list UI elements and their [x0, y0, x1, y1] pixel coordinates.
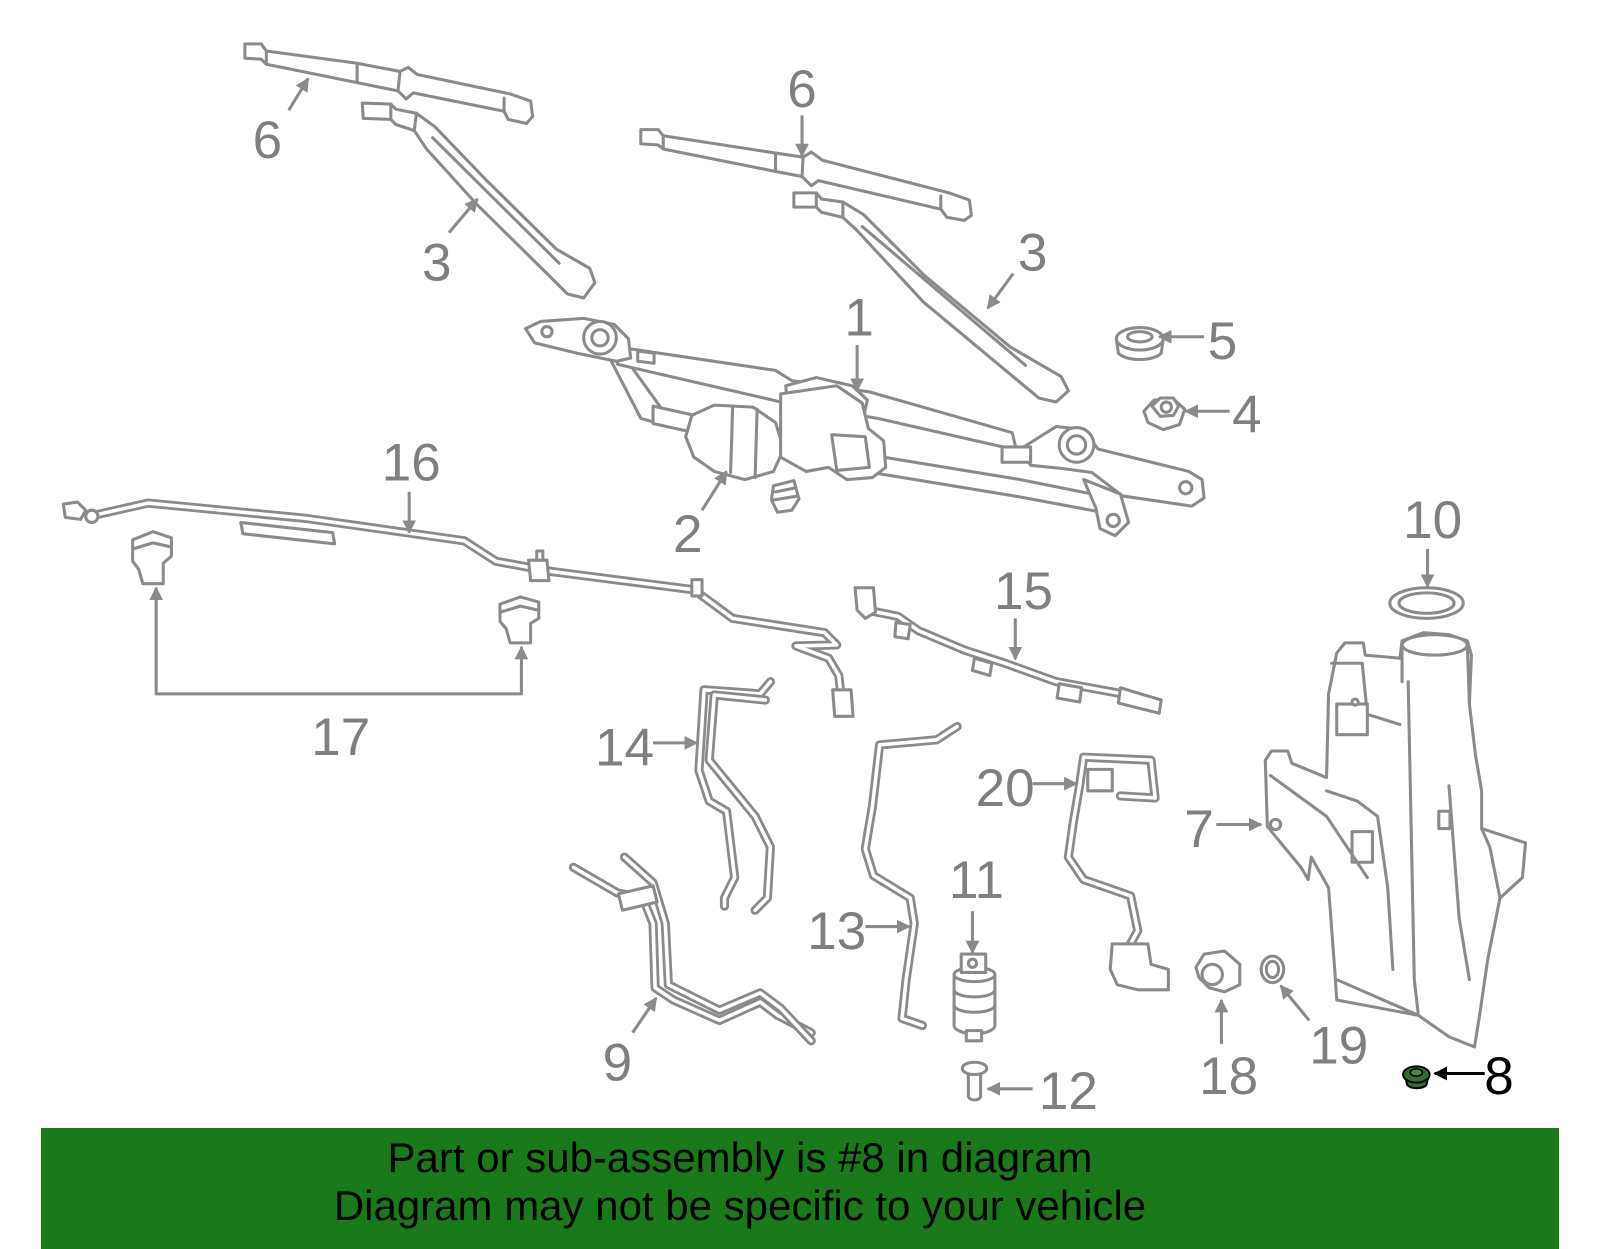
- part-5-grommet: [1114, 326, 1165, 362]
- part-12-fastener: [960, 1060, 989, 1102]
- part-3-wiper-arm-left: [360, 101, 597, 300]
- callout-13: 13: [807, 902, 866, 961]
- part-16-washer-hose: [61, 502, 855, 718]
- callout-5: 5: [1208, 312, 1238, 371]
- callout-3-right: 3: [1018, 223, 1048, 282]
- callout-1: 1: [844, 289, 874, 348]
- part-6-wiper-blade-right: [639, 128, 973, 222]
- part-19-grommet: [1259, 954, 1286, 985]
- callout-9: 9: [603, 1034, 633, 1093]
- part-17-washer-nozzles: [131, 530, 541, 645]
- callout-17: 17: [311, 708, 370, 767]
- callout-2: 2: [673, 505, 703, 564]
- callout-4: 4: [1232, 386, 1262, 445]
- part-8-highlighted: [1402, 1065, 1431, 1090]
- callout-7: 7: [1184, 800, 1214, 859]
- part-11-washer-pump: [952, 952, 997, 1043]
- callout-16: 16: [382, 434, 441, 493]
- callout-20: 20: [976, 759, 1035, 818]
- callout-6-right: 6: [787, 60, 817, 119]
- arrow-2: [700, 470, 728, 512]
- part-2-wiper-motor: [684, 384, 888, 514]
- part-13-washer-tube: [865, 727, 957, 1026]
- arrow-3-right: [986, 272, 1015, 310]
- arrow-19: [1279, 984, 1311, 1022]
- banner-line-2: Diagram may not be specific to your vehi…: [333, 1182, 1147, 1229]
- callout-arrows: [149, 77, 1485, 1096]
- part-18-sensor: [1194, 949, 1242, 994]
- callout-19: 19: [1309, 1016, 1368, 1075]
- part-7-washer-reservoir: [1263, 631, 1528, 1049]
- part-15-wiring-harness: [853, 586, 1163, 715]
- part-14-washer-tube: [699, 682, 770, 911]
- callout-8-highlighted: 8: [1484, 1047, 1514, 1106]
- callout-6-left: 6: [253, 111, 283, 170]
- part-20-wiring-harness: [1068, 757, 1170, 992]
- callout-12: 12: [1039, 1062, 1098, 1121]
- callout-labels: 6 6 3 3 1 5 4 16 2 10 15 17 14 20 7 13 1…: [253, 60, 1514, 1121]
- callout-18: 18: [1199, 1047, 1258, 1106]
- callout-14: 14: [595, 718, 654, 777]
- callout-15: 15: [994, 562, 1053, 621]
- callout-10: 10: [1403, 491, 1462, 550]
- callout-11: 11: [949, 851, 1004, 910]
- arrow-3-left: [447, 197, 479, 234]
- part-4-nut: [1142, 396, 1187, 432]
- callout-3-left: 3: [422, 234, 452, 293]
- part-9-washer-tube: [573, 857, 811, 1041]
- part-notice-banner: Part or sub-assembly is #8 in diagram Di…: [41, 1128, 1559, 1249]
- arrow-6-left: [287, 77, 310, 112]
- part-10-seal: [1388, 586, 1465, 620]
- part-3-wiper-arm-right: [792, 191, 1070, 404]
- arrow-9: [631, 996, 658, 1034]
- banner-line-1: Part or sub-assembly is #8 in diagram: [387, 1134, 1093, 1181]
- part-6-wiper-blade-left: [243, 42, 535, 126]
